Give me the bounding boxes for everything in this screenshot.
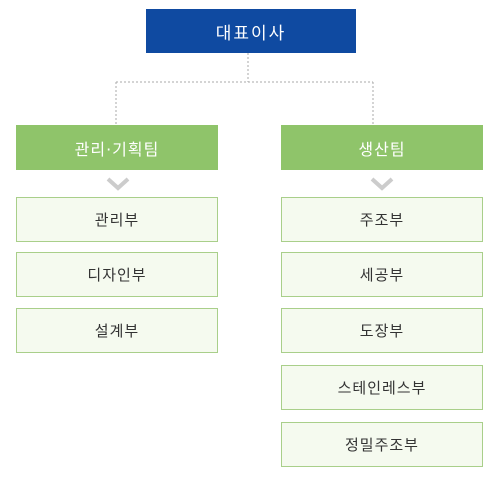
team-box-production: 생산팀 — [281, 125, 483, 170]
ceo-label: 대표이사 — [215, 23, 287, 44]
department-box: 스테인레스부 — [281, 365, 483, 410]
department-label: 세공부 — [359, 266, 405, 284]
department-box: 관리부 — [16, 197, 218, 242]
department-label: 주조부 — [359, 211, 405, 229]
department-box: 설계부 — [16, 308, 218, 353]
department-box: 디자인부 — [16, 252, 218, 297]
chevron-down-icon — [106, 177, 130, 191]
ceo-box: 대표이사 — [146, 9, 356, 53]
chevron-down-icon — [370, 177, 394, 191]
team-box-management: 관리·기획팀 — [16, 125, 218, 170]
department-label: 설계부 — [94, 322, 140, 340]
team-label-management: 관리·기획팀 — [74, 139, 160, 159]
department-label: 관리부 — [94, 211, 140, 229]
team-label-production: 생산팀 — [358, 139, 406, 159]
department-label: 디자인부 — [87, 266, 147, 284]
department-box: 주조부 — [281, 197, 483, 242]
department-box: 정밀주조부 — [281, 422, 483, 467]
department-box: 도장부 — [281, 308, 483, 353]
department-label: 도장부 — [359, 322, 405, 340]
department-label: 정밀주조부 — [344, 436, 419, 454]
department-label: 스테인레스부 — [337, 379, 427, 397]
department-box: 세공부 — [281, 252, 483, 297]
